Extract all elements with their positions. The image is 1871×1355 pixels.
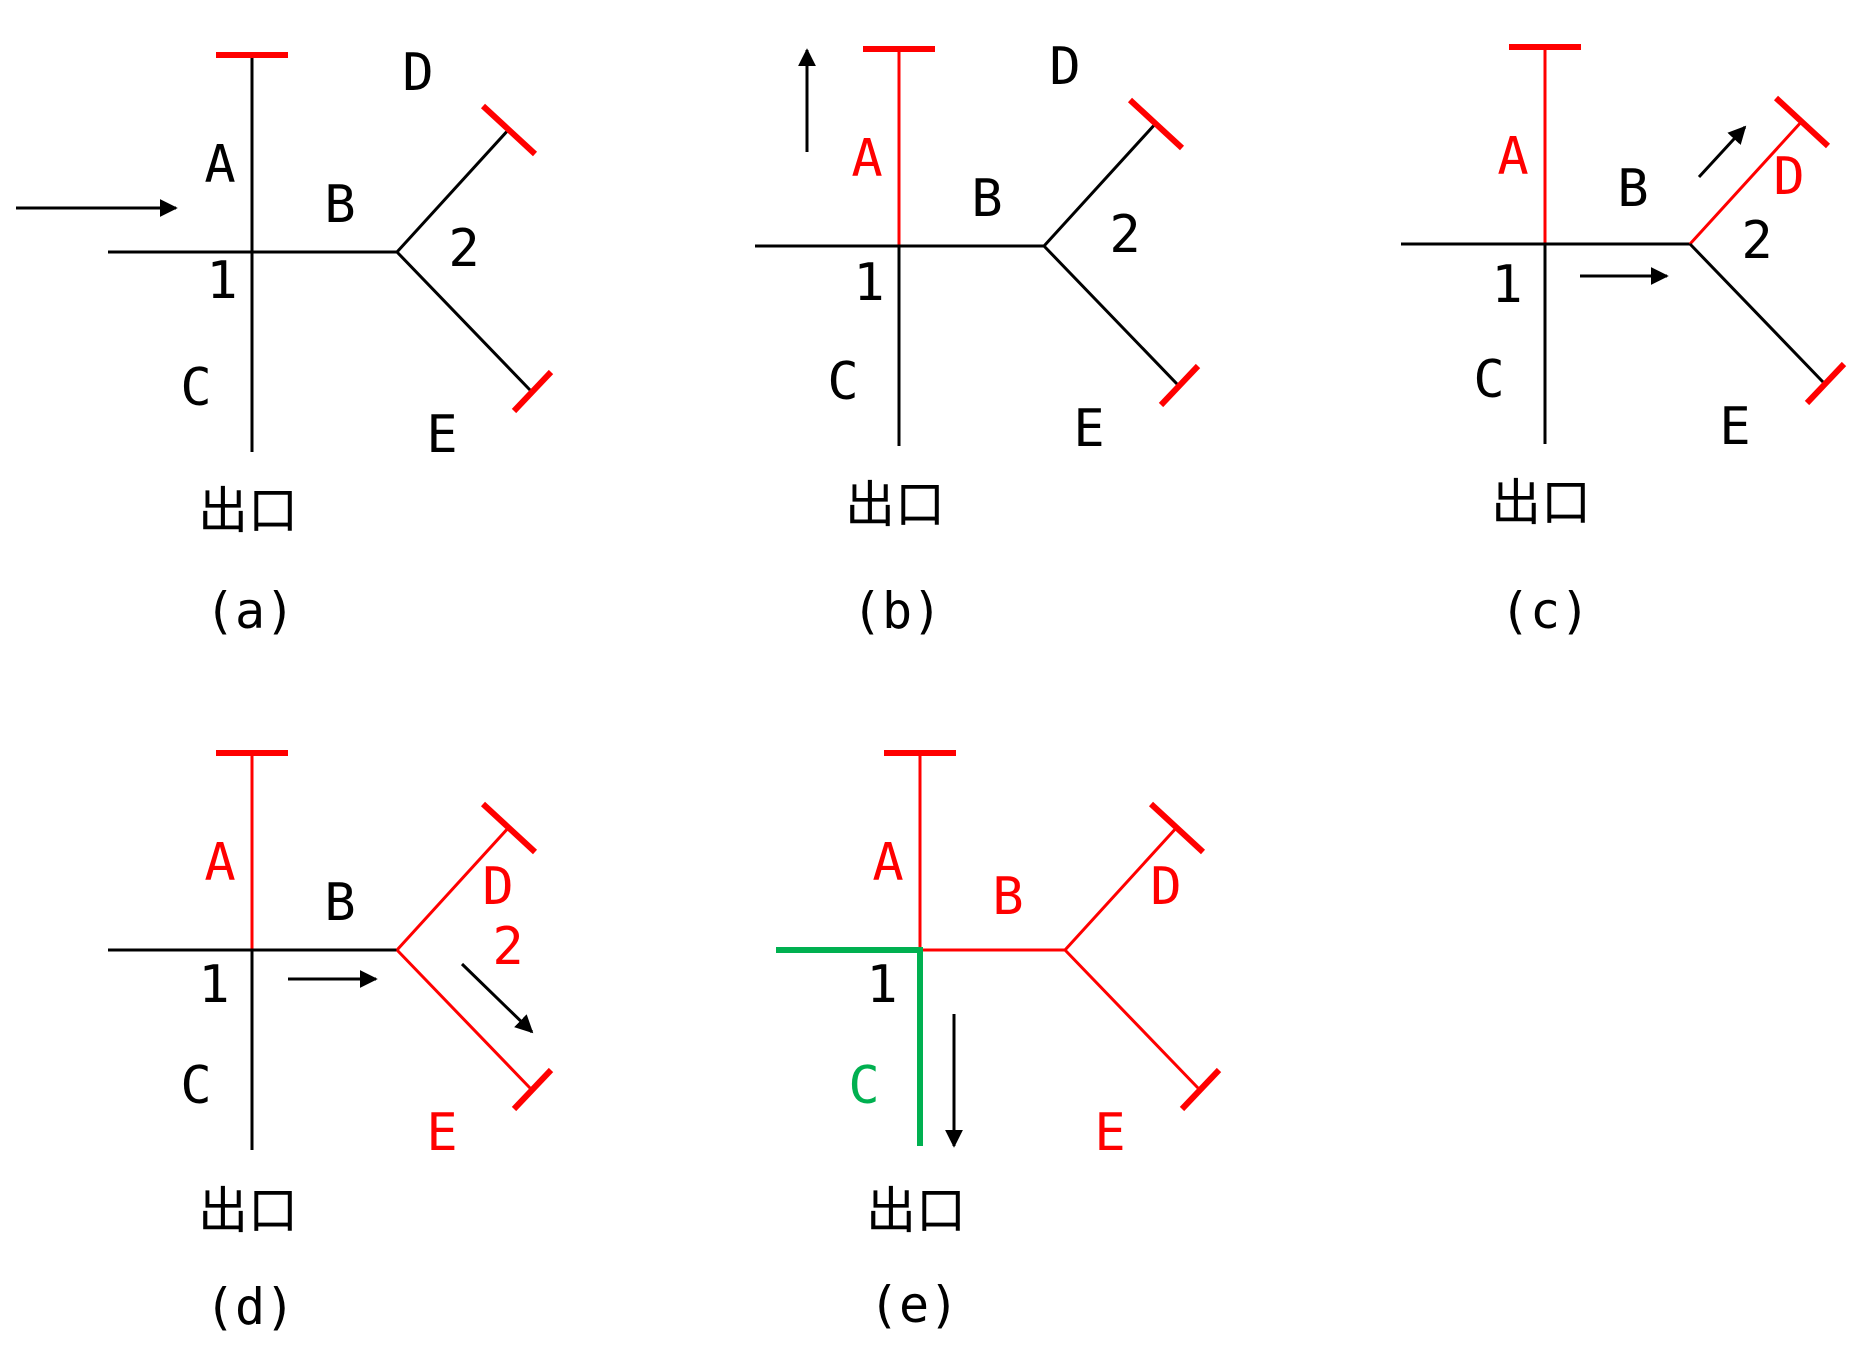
- label-B: B: [1617, 159, 1648, 219]
- node-1-label: 1: [866, 955, 897, 1015]
- path-E-endcap: [1804, 361, 1847, 406]
- panel-caption: (c): [1500, 582, 1590, 640]
- label-B: B: [971, 169, 1002, 229]
- exit-label: 出口: [198, 1182, 298, 1240]
- path-E: [395, 948, 532, 1090]
- label-C: C: [827, 352, 858, 412]
- path-D: [395, 126, 512, 254]
- label-C: C: [180, 1056, 211, 1116]
- path-E: [1063, 948, 1200, 1090]
- path-E: [1688, 242, 1825, 384]
- path-D: [1042, 120, 1159, 248]
- path-D-endcap: [1148, 801, 1206, 855]
- node-2-label: 2: [448, 219, 479, 279]
- panel-b: A B C D E 1 2 出口 (b): [755, 37, 1201, 640]
- label-B: B: [324, 873, 355, 933]
- node-1-label: 1: [198, 955, 229, 1015]
- label-A: A: [204, 833, 235, 893]
- panel-e: A B C D E 1 出口 (e): [776, 750, 1222, 1334]
- path-E-endcap: [1179, 1067, 1222, 1112]
- path-D-endcap: [1127, 97, 1185, 151]
- label-D: D: [1773, 147, 1804, 207]
- panel-caption: (d): [205, 1278, 295, 1336]
- label-D: D: [482, 857, 513, 917]
- label-C: C: [180, 358, 211, 418]
- path-D: [1688, 118, 1805, 246]
- label-B: B: [324, 175, 355, 235]
- panel-caption: (e): [869, 1276, 959, 1334]
- label-B: B: [992, 867, 1023, 927]
- path-E: [1042, 244, 1179, 386]
- panel-a: A B C D E 1 2 出口 (a): [16, 43, 554, 640]
- exit-label: 出口: [198, 482, 298, 540]
- node-1-label: 1: [853, 253, 884, 313]
- path-solution: [776, 947, 923, 1146]
- label-A: A: [851, 129, 882, 189]
- direction-arrow-d: [1697, 125, 1747, 179]
- panel-c: A B C D E 1 2 出口 (c): [1401, 44, 1847, 640]
- label-A: A: [204, 135, 235, 195]
- label-D: D: [1049, 37, 1080, 97]
- panel-d: A B C D E 1 2 出口 (d): [108, 750, 554, 1336]
- path-E-endcap: [511, 369, 554, 414]
- path-D-endcap: [480, 103, 538, 157]
- label-C: C: [1473, 350, 1504, 410]
- label-E: E: [426, 1103, 457, 1163]
- node-2-label: 2: [1109, 205, 1140, 265]
- path-E: [395, 250, 532, 392]
- path-D-endcap: [480, 801, 538, 855]
- label-D: D: [1150, 857, 1181, 917]
- label-D: D: [402, 43, 433, 103]
- path-E-endcap: [511, 1067, 554, 1112]
- label-C: C: [848, 1056, 879, 1116]
- exit-label: 出口: [1491, 474, 1591, 532]
- label-A: A: [1497, 127, 1528, 187]
- panel-caption: (b): [852, 582, 942, 640]
- path-E-endcap: [1158, 363, 1201, 408]
- node-1-label: 1: [206, 251, 237, 311]
- exit-label: 出口: [845, 476, 945, 534]
- node-1-label: 1: [1491, 255, 1522, 315]
- label-E: E: [426, 405, 457, 465]
- label-E: E: [1073, 399, 1104, 459]
- label-E: E: [1719, 397, 1750, 457]
- label-A: A: [872, 833, 903, 893]
- label-E: E: [1094, 1103, 1125, 1163]
- node-2-label: 2: [1741, 211, 1772, 271]
- panel-caption: (a): [205, 582, 295, 640]
- exit-label: 出口: [866, 1182, 966, 1240]
- path-D-endcap: [1773, 95, 1831, 149]
- direction-arrow-e: [460, 962, 534, 1034]
- node-2-label: 2: [492, 917, 523, 977]
- path-D: [1063, 824, 1180, 952]
- path-D: [395, 824, 512, 952]
